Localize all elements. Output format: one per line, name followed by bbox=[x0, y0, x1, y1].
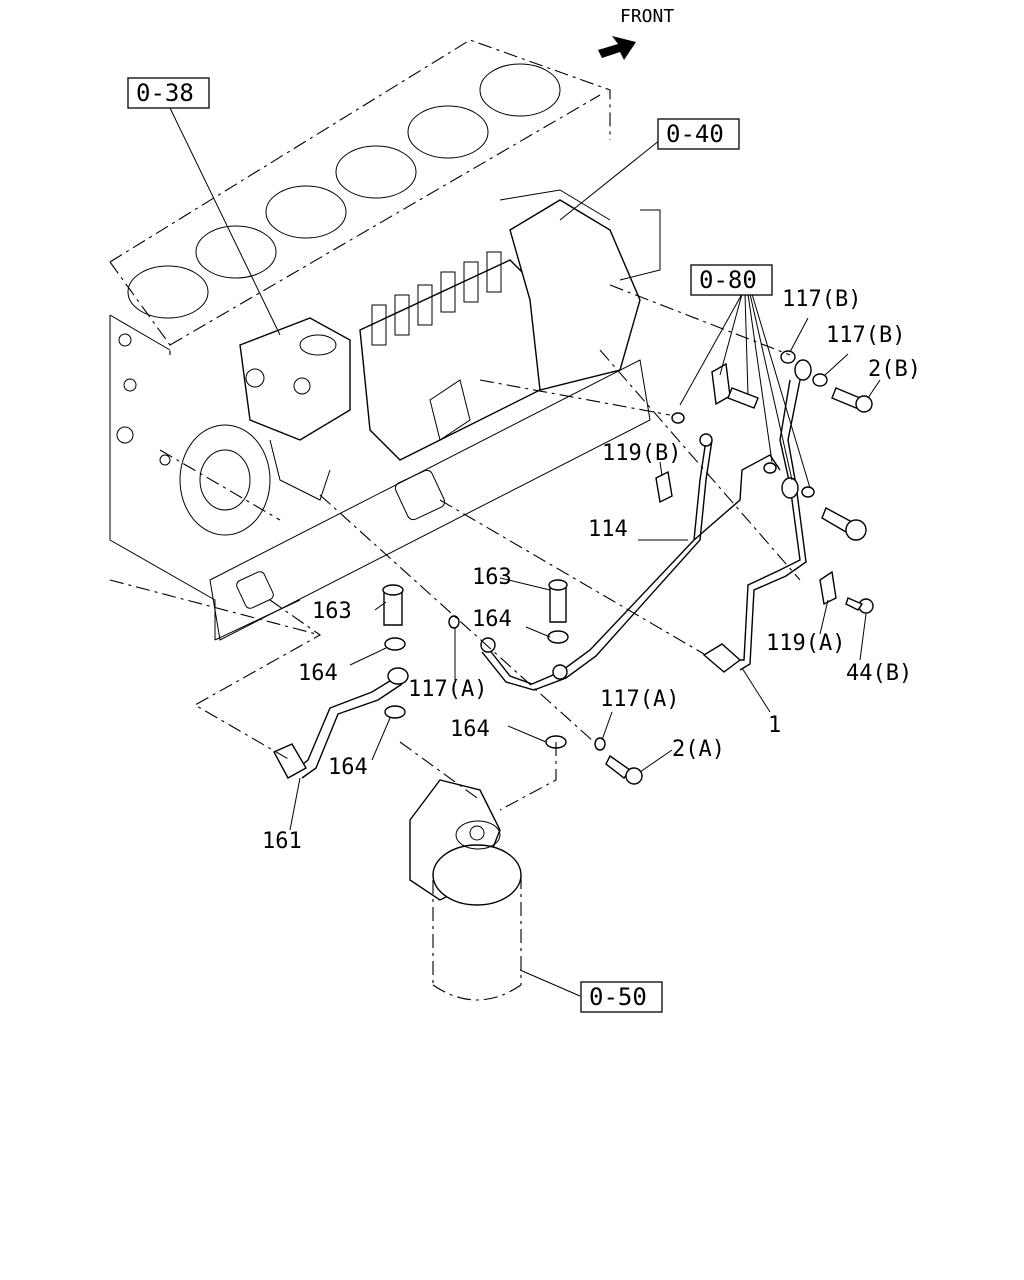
callout-119b: 119(B) bbox=[602, 441, 681, 466]
callout-164-left-bottom: 164 bbox=[328, 755, 368, 780]
oil-pipe-161 bbox=[273, 667, 409, 779]
callout-labels: 117(B) 117(B) 2(B) 119(B) 114 163 163 16… bbox=[262, 287, 921, 854]
callout-2b: 2(B) bbox=[868, 357, 921, 382]
callout-164-left-top: 164 bbox=[298, 661, 338, 686]
callout-119a: 119(A) bbox=[766, 631, 845, 656]
small-parts bbox=[382, 350, 874, 785]
callout-117a-left: 117(A) bbox=[408, 677, 487, 702]
ref-038: 0-38 bbox=[127, 77, 210, 109]
air-compressor bbox=[239, 317, 351, 501]
leader-lines bbox=[169, 107, 881, 997]
ref-040-label: 0-40 bbox=[666, 120, 724, 148]
callout-117b-mid: 117(B) bbox=[826, 323, 905, 348]
ref-050-label: 0-50 bbox=[589, 983, 647, 1011]
ref-080: 0-80 bbox=[690, 264, 773, 296]
callout-161: 161 bbox=[262, 829, 302, 854]
front-indicator: FRONT bbox=[598, 6, 674, 60]
callout-2a: 2(A) bbox=[672, 737, 725, 762]
ref-080-label: 0-80 bbox=[699, 266, 757, 294]
front-label: FRONT bbox=[620, 6, 674, 27]
callout-117a-right: 117(A) bbox=[600, 687, 679, 712]
engine-block bbox=[109, 39, 651, 641]
callout-164-right-top: 164 bbox=[472, 607, 512, 632]
callout-114: 114 bbox=[588, 517, 628, 542]
callout-163-right: 163 bbox=[472, 565, 512, 590]
injection-pump bbox=[359, 189, 661, 461]
ref-040: 0-40 bbox=[657, 118, 740, 150]
callout-163-left: 163 bbox=[312, 599, 352, 624]
ref-050: 0-50 bbox=[580, 981, 663, 1013]
callout-164-right-bottom: 164 bbox=[450, 717, 490, 742]
callout-1: 1 bbox=[768, 713, 781, 738]
front-arrow-icon bbox=[598, 36, 636, 60]
ref-038-label: 0-38 bbox=[136, 79, 194, 107]
callout-44b: 44(B) bbox=[846, 661, 912, 686]
oil-pipe-114 bbox=[480, 433, 781, 691]
oil-filter bbox=[409, 779, 522, 1001]
callout-117b-top: 117(B) bbox=[782, 287, 861, 312]
oil-pipe-1 bbox=[702, 359, 812, 673]
